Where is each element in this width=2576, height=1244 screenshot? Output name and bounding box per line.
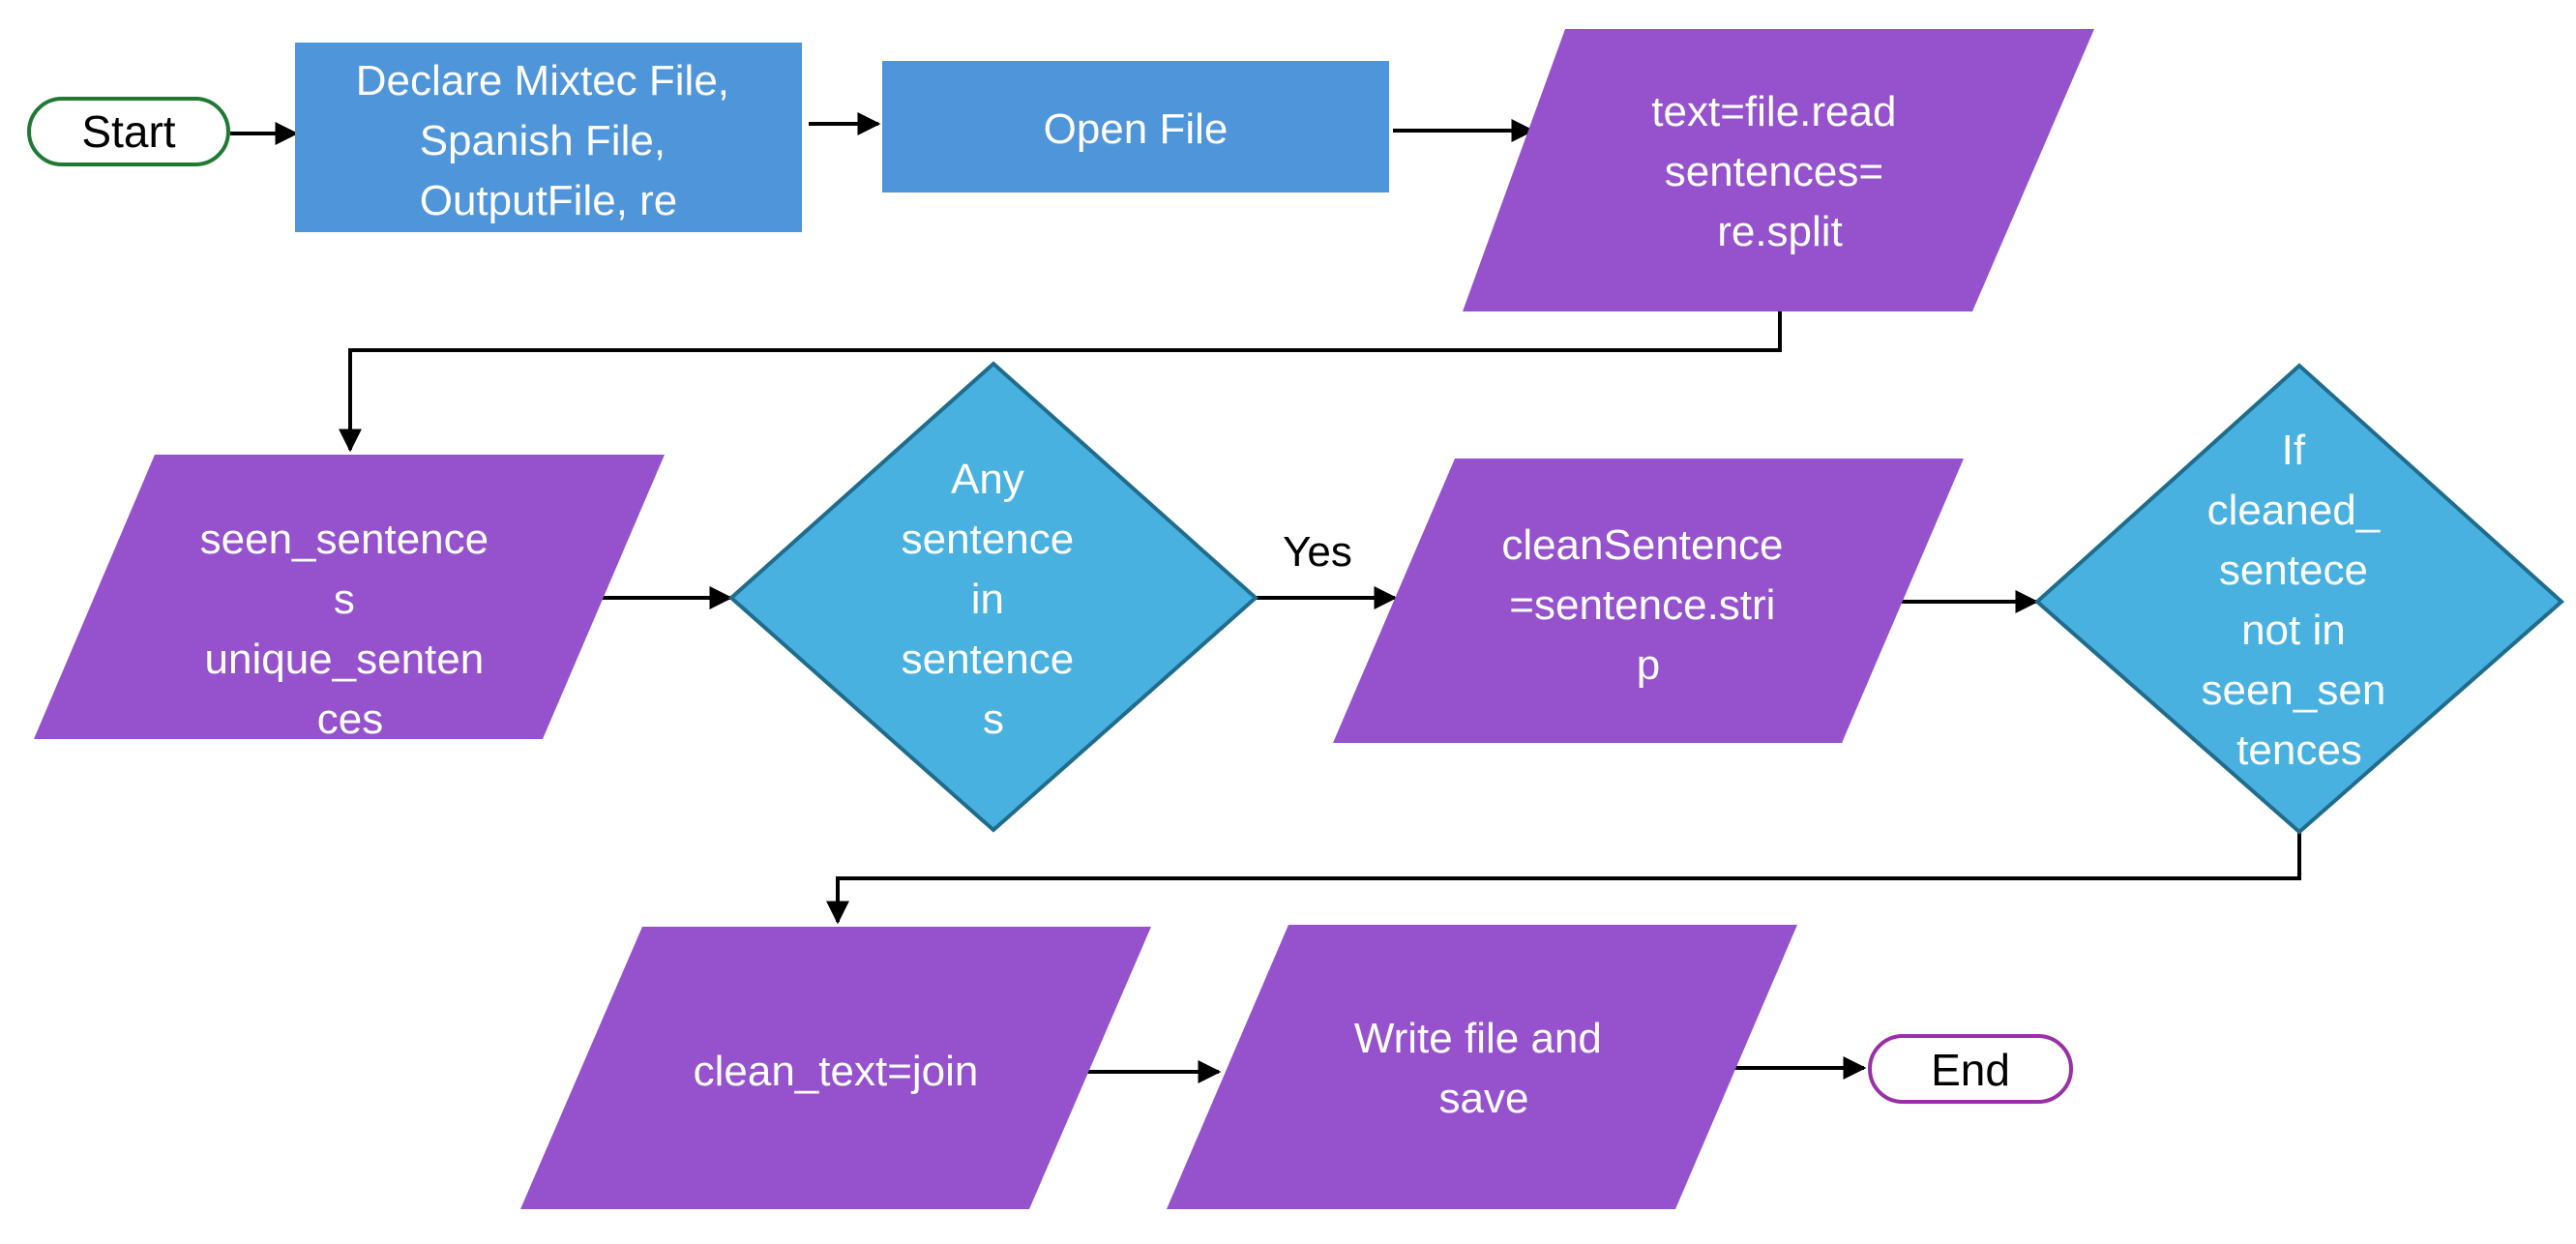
- node-end: End: [1868, 1034, 2073, 1104]
- any-sentence-line-5: s: [983, 696, 1004, 743]
- clean-sentence-text: cleanSentence =sentence.stri p: [1501, 521, 1794, 689]
- start-label: Start: [81, 106, 175, 157]
- edge-read-split-to-seen-unique: [339, 311, 1782, 453]
- if-not-seen-line-4: not in: [2241, 607, 2346, 654]
- open-file-process-shape: [882, 61, 1389, 193]
- node-any-sentence: Any sentence in sentence s: [727, 361, 1259, 833]
- any-sentence-line-1: Any: [951, 456, 1024, 503]
- end-label: End: [1931, 1045, 2010, 1095]
- declare-line-3: OutputFile, re: [420, 177, 678, 224]
- edge-if-not-seen-to-clean-text: [826, 832, 2301, 925]
- any-sentence-decision-shape: [727, 361, 1259, 833]
- read-split-line-3: re.split: [1717, 208, 1843, 255]
- node-write-file: Write file and save: [1167, 925, 1797, 1209]
- write-file-line-1: Write file and: [1354, 1015, 1602, 1062]
- any-sentence-line-2: sentence: [902, 516, 1075, 563]
- clean-sentence-io-shape: [1333, 459, 1964, 743]
- node-declare: Declare Mixtec File, Spanish File, Outpu…: [295, 43, 802, 232]
- open-file-label: Open File: [1044, 105, 1229, 153]
- edges: [230, 112, 2301, 1083]
- node-clean-text: clean_text=join: [520, 927, 1151, 1209]
- seen-unique-line-1: seen_sentence: [200, 516, 489, 563]
- if-not-seen-line-5: seen_sen: [2201, 666, 2385, 714]
- if-not-seen-line-6: tences: [2236, 726, 2362, 774]
- declare-line-2: Spanish File,: [420, 117, 666, 164]
- clean-text-io-shape: [520, 927, 1151, 1209]
- if-not-seen-line-3: sentece: [2219, 547, 2368, 594]
- write-file-io-shape: [1167, 925, 1797, 1209]
- declare-text: Declare Mixtec File, Spanish File, Outpu…: [356, 57, 742, 224]
- end-terminator-shape: [1868, 1034, 2073, 1104]
- node-start: Start: [27, 97, 230, 166]
- any-sentence-line-4: sentence: [902, 636, 1075, 683]
- write-file-text: Write file and save: [1354, 1015, 1614, 1122]
- declare-line-1: Declare Mixtec File,: [356, 57, 729, 104]
- read-split-line-2: sentences=: [1665, 148, 1883, 195]
- seen-unique-line-2: s: [334, 576, 355, 623]
- node-if-not-seen: If cleaned_ sentece not in seen_sen tenc…: [2033, 363, 2565, 835]
- any-sentence-line-3: in: [971, 576, 1004, 623]
- declare-process-shape: [295, 43, 802, 232]
- clean-sentence-line-3: p: [1637, 641, 1660, 689]
- clean-sentence-line-1: cleanSentence: [1501, 521, 1783, 569]
- read-split-text: text=file.read sentences= re.split: [1651, 88, 1908, 255]
- node-read-split: text=file.read sentences= re.split: [1463, 29, 2094, 311]
- start-terminator-shape: [27, 97, 230, 166]
- seen-unique-io-shape: [34, 455, 665, 739]
- clean-sentence-line-2: =sentence.stri: [1509, 581, 1775, 629]
- node-seen-unique: seen_sentence s unique_senten ces: [34, 455, 665, 743]
- node-clean-sentence: cleanSentence =sentence.stri p: [1333, 459, 1964, 743]
- read-split-line-1: text=file.read: [1651, 88, 1896, 135]
- any-sentence-text: Any sentence in sentence s: [902, 456, 1086, 743]
- if-not-seen-decision-shape: [2033, 363, 2565, 835]
- write-file-line-2: save: [1439, 1075, 1529, 1122]
- if-not-seen-line-2: cleaned_: [2207, 487, 2381, 534]
- edge-label-yes: Yes: [1283, 528, 1352, 576]
- read-split-io-shape: [1463, 29, 2094, 311]
- seen-unique-line-4: ces: [317, 696, 383, 743]
- node-open-file: Open File: [882, 61, 1389, 193]
- seen-unique-line-3: unique_senten: [205, 636, 485, 683]
- seen-unique-text: seen_sentence s unique_senten ces: [200, 516, 501, 743]
- clean-text-label: clean_text=join: [694, 1048, 979, 1095]
- if-not-seen-line-1: If: [2282, 427, 2306, 474]
- if-not-seen-text: If cleaned_ sentece not in seen_sen tenc…: [2201, 427, 2397, 774]
